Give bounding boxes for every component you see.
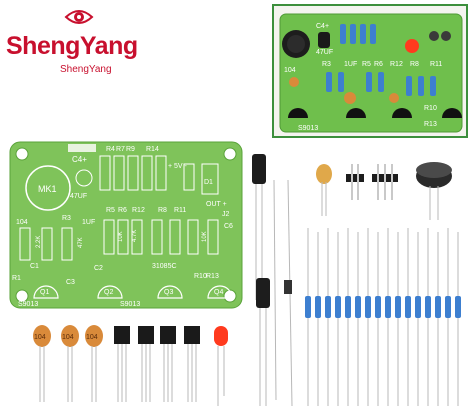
assembled-board-inset: C4+ 47UF R3 1UF R	[272, 4, 468, 138]
pcb-c6-label: C6	[224, 223, 233, 230]
transistors	[114, 326, 200, 402]
pcb-c4-value: 47UF	[70, 193, 87, 200]
brand-logo	[64, 6, 94, 28]
pcb-uf-label: 1UF	[82, 219, 95, 226]
resistor	[325, 296, 331, 318]
pcb-q2-label: Q2	[104, 289, 113, 296]
pcb-r12-label: R12	[132, 207, 145, 214]
pcb-q1-label: Q1	[40, 289, 49, 296]
pcb-mic-label: MK1	[38, 184, 57, 194]
pcb-c4-label: C4+	[72, 155, 87, 164]
inset-c4-label: C4+	[316, 23, 329, 30]
ceramic-capacitor-104-1: 104	[33, 325, 51, 402]
pcb-r13-label: R13	[206, 273, 219, 280]
pcb-resistor-value-1: 2.2K	[36, 236, 42, 248]
resistor	[335, 296, 341, 318]
resistor	[305, 296, 311, 318]
inset-q-label: S9013	[298, 125, 318, 132]
resistor	[385, 296, 391, 318]
pcb-r7-label: R7	[116, 146, 125, 153]
pcb-r14-label: R14	[146, 146, 159, 153]
pcb-c3-label: C3	[66, 279, 75, 286]
pcb-r3-label: R3	[62, 215, 71, 222]
inset-resistors	[326, 24, 436, 96]
inset-r10-label: R10	[424, 105, 437, 112]
pcb-r1-label: R1	[12, 275, 21, 282]
resistor	[455, 296, 461, 318]
inset-r11-label: R11	[430, 61, 442, 68]
inset-uf-label: 1UF	[344, 61, 357, 68]
pcb-q3-label: Q3	[164, 289, 173, 296]
resistor	[355, 296, 361, 318]
inset-r13-label: R13	[424, 121, 437, 128]
resistor	[445, 296, 451, 318]
pcb-date-code: 31085C	[152, 263, 177, 270]
pcb-c2-label: C2	[94, 265, 103, 272]
ceramic-capacitor-104-3: 104	[85, 325, 103, 402]
pcb-resistor-value-3: 10K	[118, 231, 124, 242]
pcb-r11-label: R11	[174, 207, 186, 214]
resistor	[315, 296, 321, 318]
inset-r5-label: R5	[362, 61, 371, 68]
pcb-board: R4 R7 R9 R14 MK1 C4+ 47UF + 5V - D1 OUT …	[8, 140, 244, 310]
header-pins	[346, 164, 398, 200]
pcb-r8-label: R8	[158, 207, 167, 214]
ceramic-capacitor-small	[316, 164, 332, 184]
resistor	[405, 296, 411, 318]
pcb-j2-label: J2	[222, 211, 230, 218]
cap-104-label-2: 104	[62, 334, 74, 341]
pcb-r10-label: R10	[194, 273, 207, 280]
inset-r6-label: R6	[374, 61, 383, 68]
pcb-out-label: OUT +	[206, 201, 227, 208]
red-led	[214, 326, 228, 406]
resistor	[425, 296, 431, 318]
pcb-resistor-value-2: 47K	[78, 237, 84, 248]
pcb-q4-label: Q4	[214, 289, 223, 296]
resistor	[395, 296, 401, 318]
electrolytic-capacitor	[252, 154, 266, 300]
electret-microphone	[416, 162, 452, 220]
inset-r8-label: R8	[410, 61, 419, 68]
resistor	[345, 296, 351, 318]
pcb-cap104-label: 104	[16, 219, 28, 226]
electrolytic-capacitor-2	[256, 278, 270, 406]
pcb-resistor-value-4: 4.7K	[132, 230, 138, 242]
pcb-r4-label: R4	[106, 146, 115, 153]
pcb-r5-label: R5	[106, 207, 115, 214]
brand-subtitle: ShengYang	[60, 64, 112, 75]
resistor	[435, 296, 441, 318]
cap-104-label-1: 104	[34, 334, 46, 341]
pcb-5v-label: + 5V -	[168, 163, 188, 170]
inset-r12-label: R12	[390, 61, 403, 68]
diode	[273, 179, 293, 407]
resistor	[365, 296, 371, 318]
inset-r3-label: R3	[322, 61, 331, 68]
resistor	[415, 296, 421, 318]
pcb-r6-label: R6	[118, 207, 127, 214]
inset-c4-value: 47UF	[316, 49, 333, 56]
resistor	[375, 296, 381, 318]
cap-104-label-3: 104	[86, 334, 98, 341]
loose-components: 104 104 104	[0, 140, 474, 410]
brand-name: ShengYang	[6, 32, 138, 60]
ceramic-capacitor-104-2: 104	[61, 325, 79, 402]
pcb-r9-label: R9	[126, 146, 135, 153]
pcb-c1-label: C1	[30, 263, 39, 270]
pcb-transistor-label-2: S9013	[120, 301, 140, 308]
resistor-group	[305, 228, 461, 406]
pcb-d1-label: D1	[204, 179, 213, 186]
pcb-resistor-value-5: 10K	[202, 231, 208, 242]
inset-cap104-label: 104	[284, 67, 296, 74]
pcb-transistor-label-1: S9013	[18, 301, 38, 308]
